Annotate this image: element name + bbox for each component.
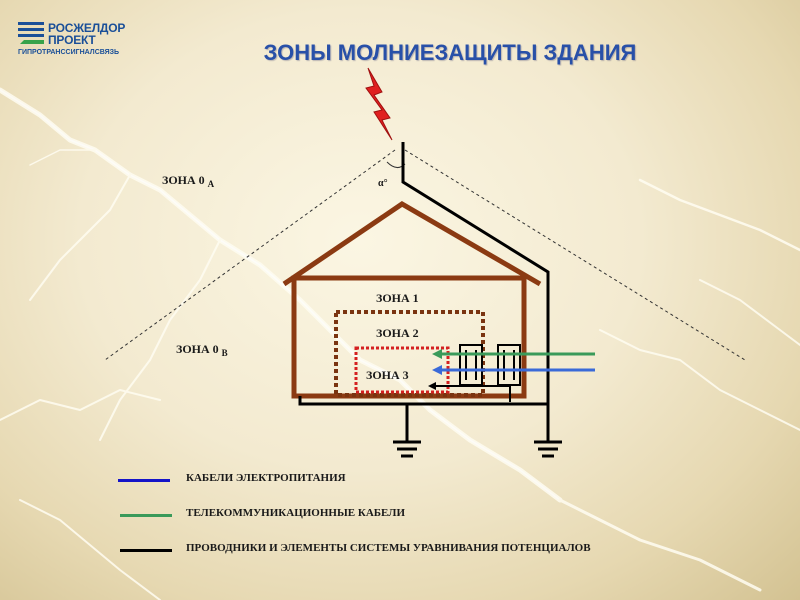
ground-left-icon [393,404,421,458]
zone-0b-subscript: В [221,348,228,358]
legend-conductor-label: ПРОВОДНИКИ И ЭЛЕМЕНТЫ СИСТЕМЫ УРАВНИВАНИ… [186,542,591,554]
down-conductor [401,142,550,412]
protection-cone-right [404,149,746,361]
zone-2-label: ЗОНА 2 [376,326,419,340]
bonding-bar [298,396,548,406]
house-roof [282,201,542,287]
zone-0a-subscript: А [207,179,215,189]
zone-1-label: ЗОНА 1 [376,291,419,305]
equipotential-connector [432,385,511,402]
logo-icon [18,22,44,44]
legend-power-label: КАБЕЛИ ЭЛЕКТРОПИТАНИЯ [186,472,346,484]
zone-3-label: ЗОНА 3 [366,368,409,382]
legend-telecom-swatch [120,514,172,517]
legend-telecom-label: ТЕЛЕКОММУНИКАЦИОННЫЕ КАБЕЛИ [186,507,405,519]
zone3-boundary [354,346,450,394]
lightning-bolt-icon [365,67,393,141]
logo-line2: ПРОЕКТ [48,33,96,47]
angle-label: α° [378,178,388,189]
zone2-boundary [334,310,485,397]
legend-power-swatch [118,479,170,482]
company-logo: РОСЖЕЛДОР ПРОЕКТ ГИПРОТРАНССИГНАЛСВЯЗЬ [18,18,158,58]
logo-subtitle: ГИПРОТРАНССИГНАЛСВЯЗЬ [18,49,120,56]
surge-protector-right [497,344,521,386]
power-arrow-icon [432,365,442,375]
logo-line1: РОСЖЕЛДОР [48,21,126,35]
protection-cone-left [104,149,396,361]
connector-arrow-icon [428,382,436,390]
telecom-arrow-icon [432,349,442,359]
ground-right-icon [534,404,562,458]
surge-protector-left [459,344,483,386]
legend-conductor-swatch [120,549,172,552]
